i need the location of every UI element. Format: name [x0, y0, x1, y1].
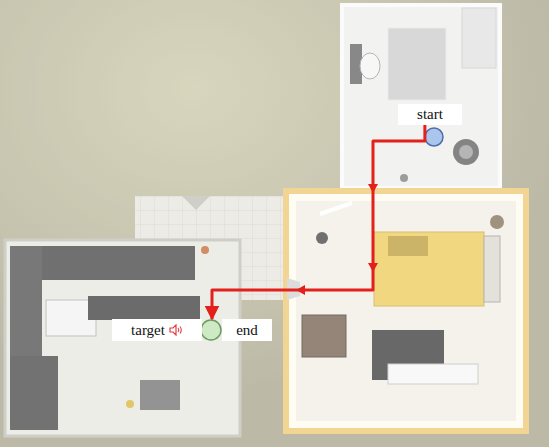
route-arrowhead: [296, 285, 305, 295]
label-box: start: [398, 104, 462, 125]
end-marker: [201, 320, 221, 340]
route-arrowhead: [368, 184, 378, 193]
speaker-icon: [169, 324, 183, 336]
start-marker: [425, 128, 443, 146]
node-label: target: [131, 323, 165, 338]
node-label: end: [236, 323, 258, 338]
node-label: start: [417, 107, 443, 122]
label-box: end: [222, 319, 272, 341]
label-box: target: [112, 319, 202, 341]
route-arrow: [212, 125, 425, 319]
route-arrowhead: [368, 263, 378, 272]
